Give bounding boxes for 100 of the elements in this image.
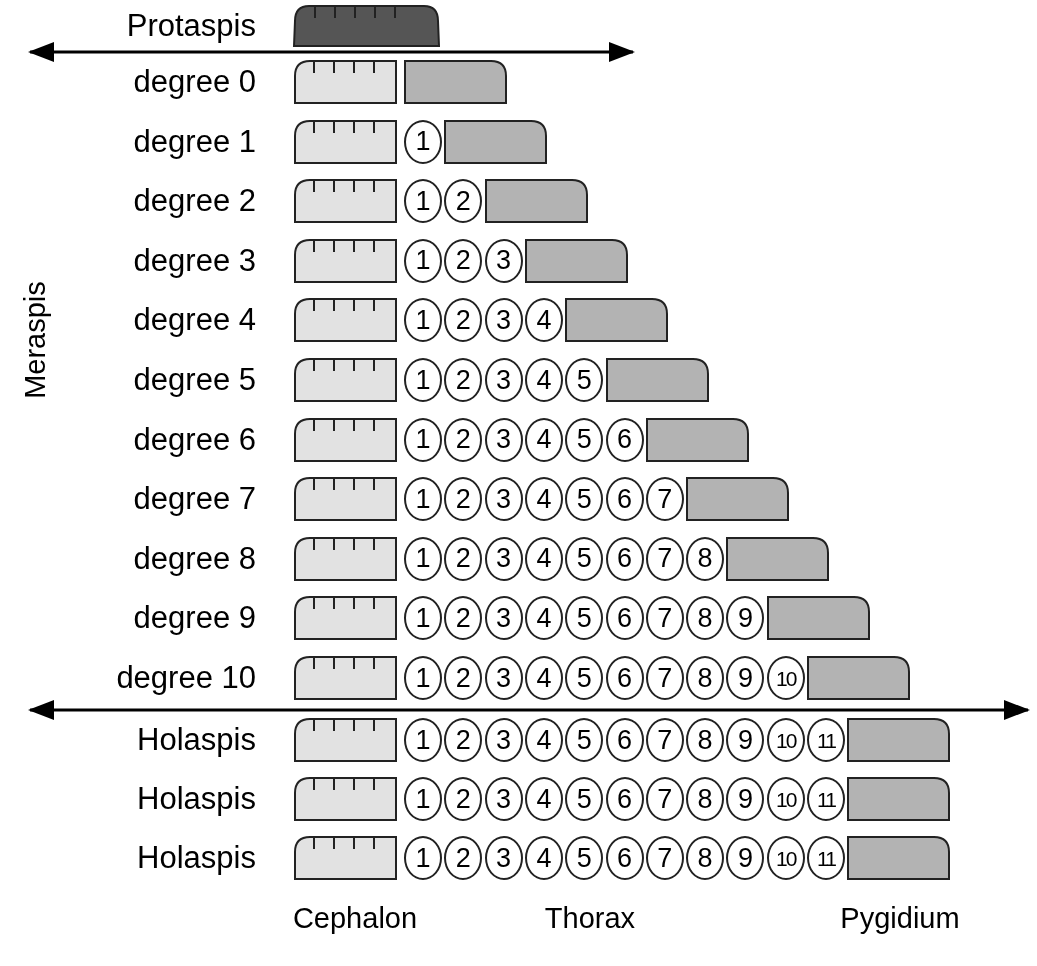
segment-circle: 10 <box>766 836 805 880</box>
stage-label: degree 1 <box>133 125 256 157</box>
segment-circle: 5 <box>565 777 604 821</box>
segment-circle: 6 <box>605 836 644 880</box>
cephalon-shape <box>294 298 397 343</box>
segment-circle: 2 <box>444 656 483 700</box>
segment-circle: 5 <box>565 656 604 700</box>
segment-circle: 3 <box>484 417 523 462</box>
cephalon-shape <box>294 238 397 283</box>
segment-circle: 2 <box>444 179 483 224</box>
segment-circle: 2 <box>444 358 483 402</box>
segment-circle: 7 <box>645 596 684 641</box>
segment-circle: 3 <box>484 836 523 880</box>
cephalon-shape <box>294 60 397 104</box>
stage-label: Protaspis <box>126 10 256 41</box>
pygidium-shape <box>766 596 870 641</box>
segment-circle: 5 <box>565 536 604 581</box>
pygidium-shape <box>404 60 507 104</box>
segment-circle: 4 <box>524 298 563 343</box>
pygidium-shape <box>565 298 669 343</box>
segment-circle: 5 <box>565 718 604 762</box>
segment-circle: 4 <box>524 477 563 522</box>
cephalon-shape <box>294 596 397 641</box>
stage-label: degree 5 <box>133 364 256 395</box>
segment-circle: 5 <box>565 417 604 462</box>
segment-circle: 2 <box>444 718 483 762</box>
cephalon-shape <box>294 718 397 762</box>
segment-circle: 4 <box>524 358 563 402</box>
pygidium-shape <box>524 238 628 283</box>
segment-circle: 10 <box>766 718 805 762</box>
segment-circle: 1 <box>404 596 442 641</box>
segment-circle: 8 <box>686 536 725 581</box>
segment-circle: 3 <box>484 596 523 641</box>
segment-circle: 7 <box>645 656 684 700</box>
pygidium-shape <box>484 179 588 224</box>
segment-circle: 5 <box>565 836 604 880</box>
cephalon-shape <box>294 836 397 880</box>
stage-label: degree 10 <box>116 662 256 693</box>
pygidium-shape <box>605 358 709 402</box>
segment-circle: 4 <box>524 777 563 821</box>
segment-circle: 4 <box>524 718 563 762</box>
segment-circle: 4 <box>524 656 563 700</box>
segment-circle: 6 <box>605 596 644 641</box>
segment-circle: 10 <box>766 777 805 821</box>
segment-circle: 8 <box>686 836 725 880</box>
segment-circle: 3 <box>484 656 523 700</box>
pygidium-shape <box>444 119 548 164</box>
segment-circle: 4 <box>524 417 563 462</box>
segment-circle: 2 <box>444 477 483 522</box>
region-label: Pygidium <box>840 903 960 933</box>
segment-circle: 3 <box>484 477 523 522</box>
pygidium-shape <box>686 477 790 522</box>
segment-circle: 5 <box>565 477 604 522</box>
stage-label: Holaspis <box>137 842 256 873</box>
segment-circle: 2 <box>444 596 483 641</box>
pygidium-shape <box>807 656 910 700</box>
segment-circle: 7 <box>645 836 684 880</box>
pygidium-shape <box>726 536 830 581</box>
stage-label: degree 2 <box>133 185 256 217</box>
cephalon-shape <box>294 417 397 462</box>
segment-circle: 3 <box>484 238 523 283</box>
stage-label: degree 9 <box>133 602 256 634</box>
segment-circle: 10 <box>766 656 805 700</box>
segment-circle: 2 <box>444 536 483 581</box>
segment-circle: 4 <box>524 536 563 581</box>
segment-circle: 1 <box>404 477 442 522</box>
stage-label: degree 4 <box>133 304 256 336</box>
stage-label: degree 3 <box>133 244 256 276</box>
segment-circle: 1 <box>404 119 442 164</box>
segment-circle: 6 <box>605 417 644 462</box>
cephalon-shape <box>294 477 397 522</box>
segment-circle: 1 <box>404 718 442 762</box>
stage-label: degree 0 <box>133 66 256 97</box>
pygidium-shape <box>645 417 749 462</box>
segment-circle: 7 <box>645 477 684 522</box>
segment-circle: 2 <box>444 417 483 462</box>
segment-circle: 11 <box>807 718 845 762</box>
segment-circle: 3 <box>484 718 523 762</box>
stage-label: degree 6 <box>133 423 256 455</box>
segment-circle: 1 <box>404 298 442 343</box>
segment-circle: 6 <box>605 718 644 762</box>
segment-circle: 2 <box>444 238 483 283</box>
phase-label: Meraspis <box>20 281 50 399</box>
segment-circle: 8 <box>686 718 725 762</box>
segment-circle: 1 <box>404 656 442 700</box>
segment-circle: 3 <box>484 536 523 581</box>
segment-circle: 11 <box>807 777 845 821</box>
segment-circle: 9 <box>726 718 765 762</box>
segment-circle: 2 <box>444 298 483 343</box>
segment-circle: 8 <box>686 596 725 641</box>
segment-circle: 6 <box>605 777 644 821</box>
region-label: Thorax <box>544 903 636 933</box>
segment-circle: 9 <box>726 777 765 821</box>
segment-circle: 8 <box>686 777 725 821</box>
segment-circle: 1 <box>404 417 442 462</box>
segment-circle: 1 <box>404 777 442 821</box>
stage-label: Holaspis <box>137 783 256 814</box>
pygidium-shape <box>847 836 951 880</box>
segment-circle: 8 <box>686 656 725 700</box>
cephalon-shape <box>294 777 397 821</box>
